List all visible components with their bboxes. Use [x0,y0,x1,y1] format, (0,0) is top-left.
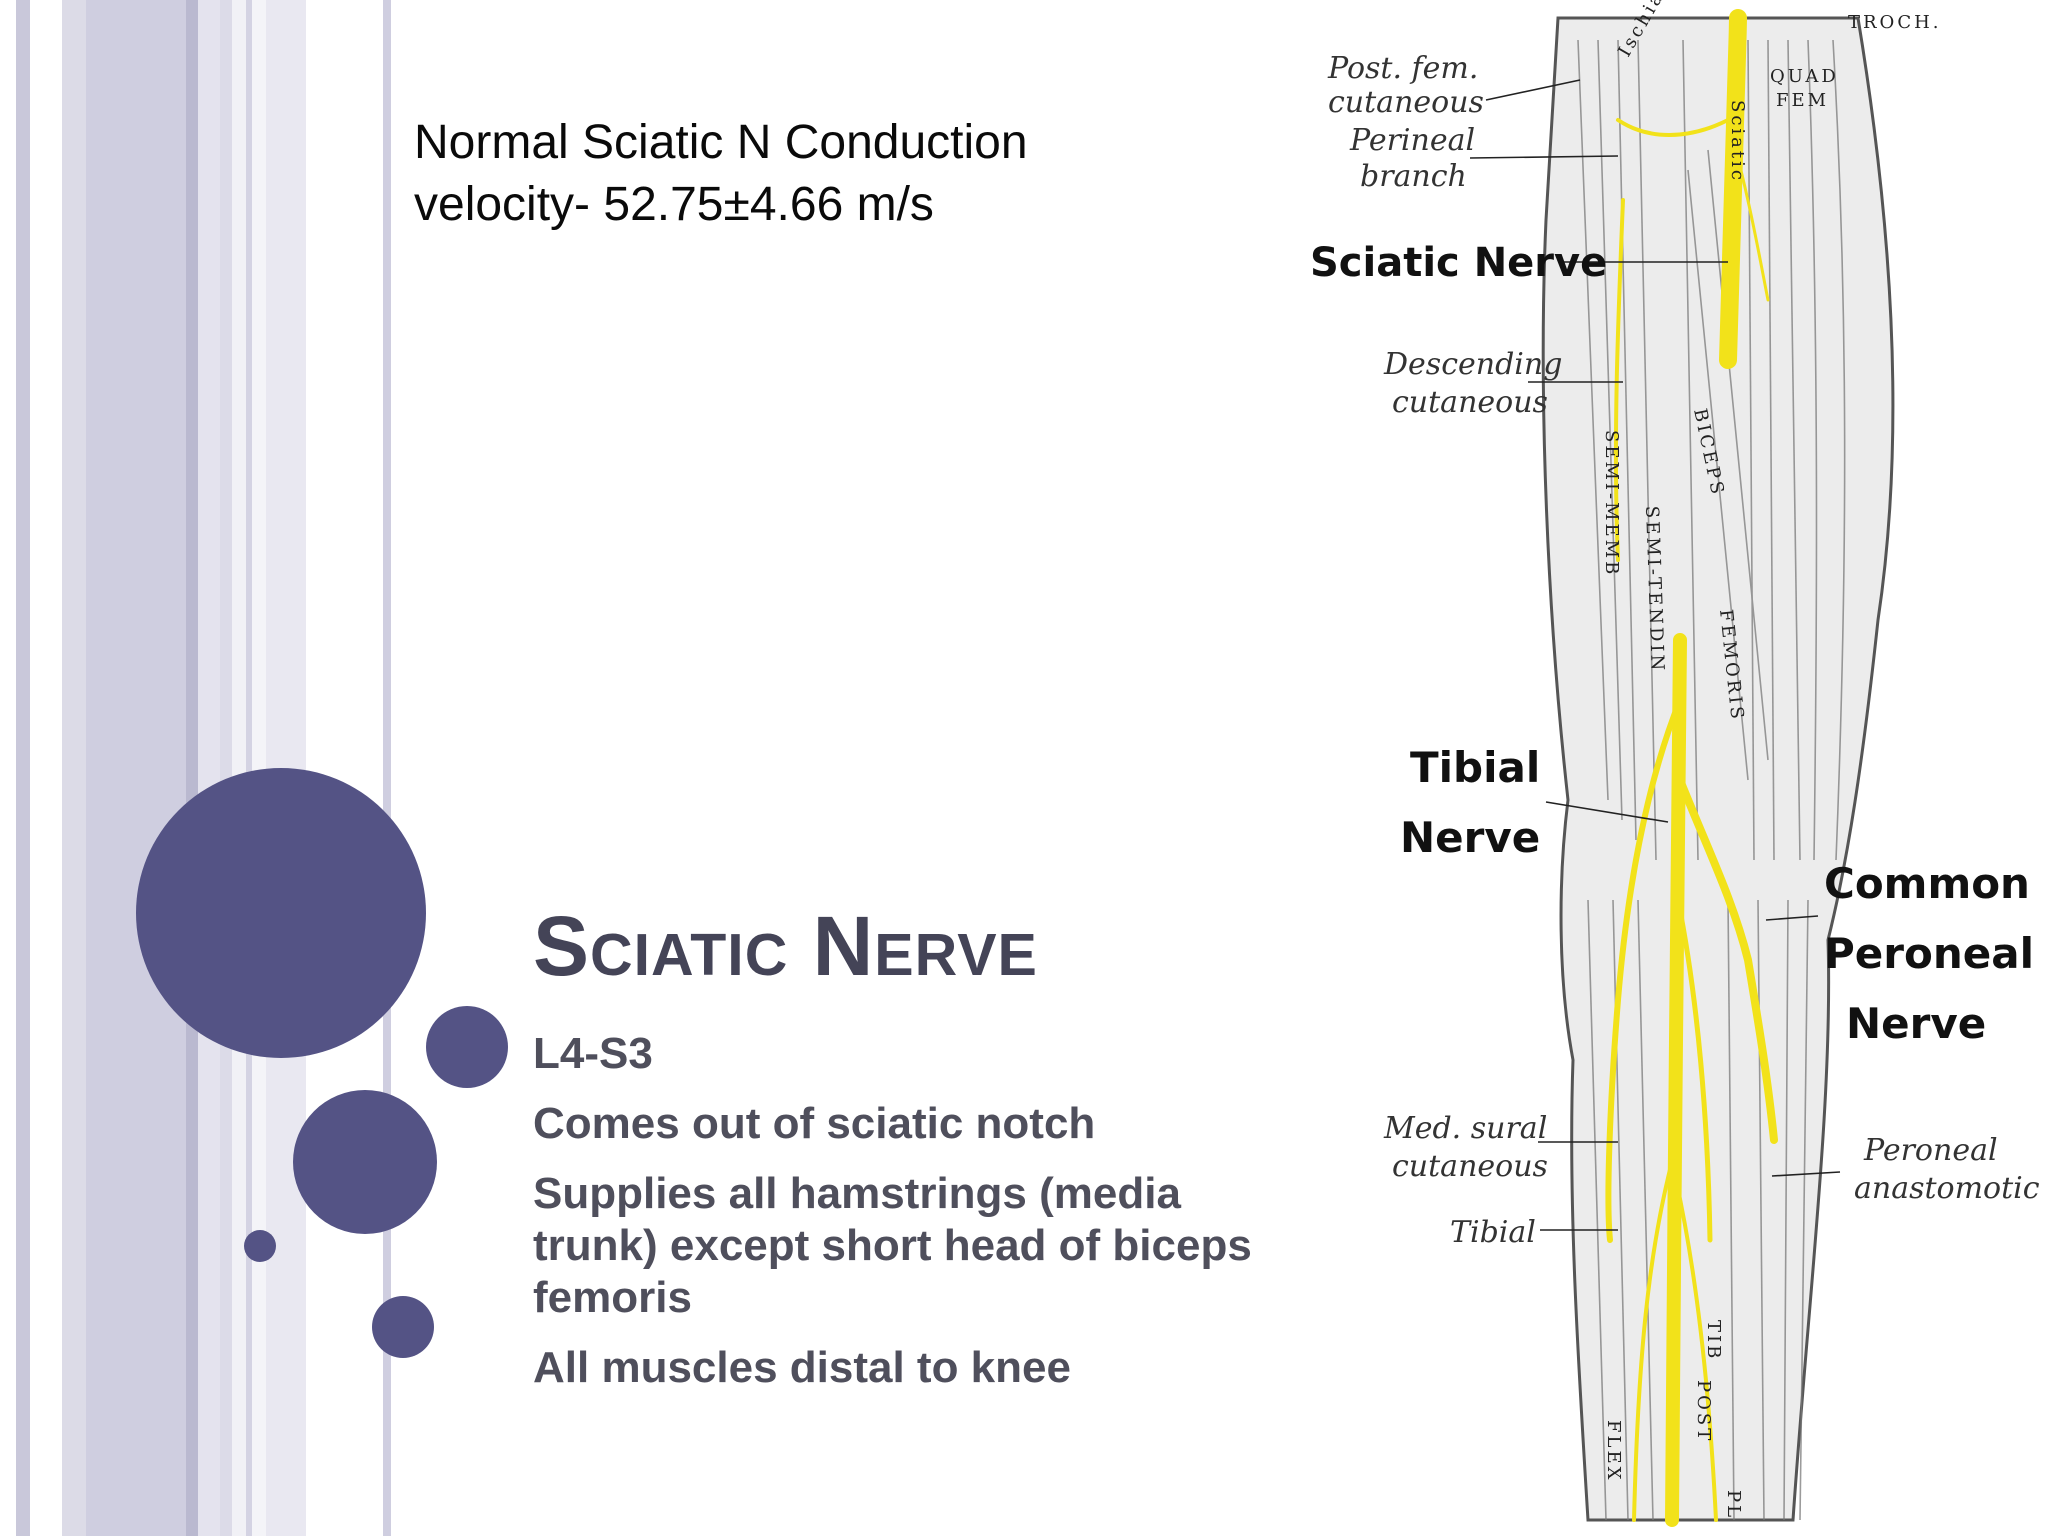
descending-cutaneous-branch [1613,198,1625,562]
muscle-word-troch: TROCH. [1848,12,1942,33]
decorative-stripe [86,0,186,1536]
label-descending: cutaneous [1392,385,1548,420]
label-descending: Descending [1383,347,1562,382]
nerve-branch [1605,697,1683,1243]
slide-title: Sciatic Nerve [533,899,1038,993]
label-post-fem: Post. fem. [1327,51,1478,86]
decorative-stripe [198,0,220,1536]
muscle-word-quad: QUAD [1770,66,1839,87]
bullet-item: L4-S3 [533,1029,653,1078]
nerve-branch [1726,118,1770,302]
tibial-nerve-trunk [1665,633,1687,1527]
decorative-circle [372,1296,434,1358]
decorative-stripe [186,0,198,1536]
nerve-branch [1675,897,1713,1243]
label-common-peroneal-nerve: Peroneal [1824,929,2034,978]
muscle-word-sciatic: Sciatic [1727,100,1748,183]
conduction-velocity-text: Normal Sciatic N Conduction velocity- 52… [414,112,1174,236]
label-sciatic-nerve: Sciatic Nerve [1310,240,1607,286]
bullet-item: Comes out of sciatic notch [533,1099,1096,1148]
decorative-stripe [246,0,252,1536]
velocity-line: Normal Sciatic N Conduction [414,116,1028,169]
label-peroneal-anastomotic: anastomotic [1854,1171,2040,1206]
label-peroneal-anastomotic: Peroneal [1863,1133,1998,1168]
label-perineal: branch [1360,159,1467,194]
muscle-word-fem: FEM [1776,90,1829,111]
sciatic-nerve-trunk [1719,9,1747,369]
label-med-sural: cutaneous [1392,1149,1548,1184]
decorative-stripe [383,0,391,1536]
muscle-word-semi-memb: SEMI-MEMB [1601,430,1622,577]
muscle-word-flex: FLEX [1603,1420,1624,1482]
label-common-peroneal-nerve: Nerve [1846,999,1986,1048]
label-post-fem: cutaneous [1328,85,1484,120]
decorative-circle [293,1090,437,1234]
common-peroneal-branch [1676,776,1778,1144]
decorative-stripe [62,0,86,1536]
label-med-sural: Med. sural [1383,1111,1547,1146]
decorative-circle [136,768,426,1058]
decorative-circle [426,1006,508,1088]
muscle-word-pl: PL [1723,1490,1744,1520]
bullet-item: Supplies all hamstrings (media trunk) ex… [533,1169,1252,1322]
velocity-line: velocity- 52.75±4.66 m/s [414,178,934,231]
label-common-peroneal-nerve: Common [1824,859,2030,908]
muscle-word-post: POST [1693,1380,1714,1443]
decorative-stripe [252,0,266,1536]
decorative-stripe [220,0,232,1536]
decorative-stripe [232,0,246,1536]
label-tibial-nerve: Nerve [1400,813,1540,862]
decorative-stripe [16,0,30,1536]
label-perineal: Perineal [1349,123,1475,158]
nerve-branch [1632,1148,1677,1522]
sciatic-nerve-illustration: BICEPS FEMORIS SEMI-TENDIN SEMI-MEMB QUA… [1288,0,2048,1536]
bullet-list: L4-S3 Comes out of sciatic notch Supplie… [533,1028,1263,1412]
label-tibial: Tibial [1450,1215,1536,1250]
perineal-branch [1616,118,1730,137]
decorative-circle [244,1230,276,1262]
nerve-branch [1674,1178,1718,1522]
bullet-item: All muscles distal to knee [533,1343,1071,1392]
label-tibial-nerve: Tibial [1410,743,1540,792]
muscle-word-tib: TIB [1703,1320,1724,1361]
